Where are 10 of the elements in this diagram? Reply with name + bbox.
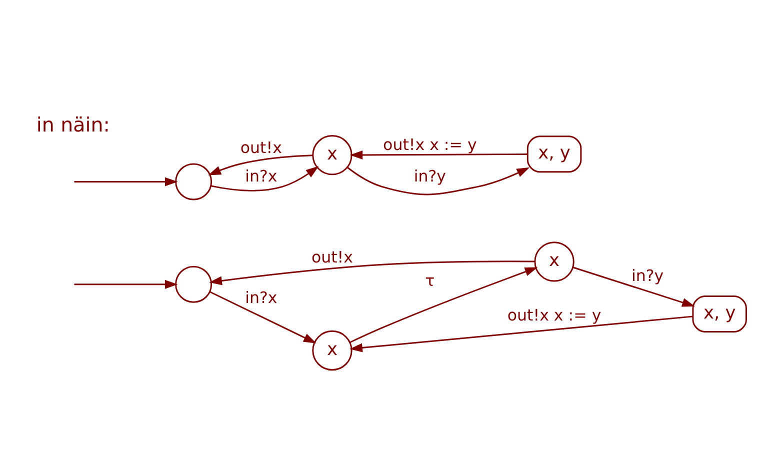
edge-label: in?x bbox=[245, 166, 278, 186]
edge-label: in?y bbox=[414, 166, 446, 186]
edge-label: out!x bbox=[311, 246, 353, 266]
edge-label: in?y bbox=[632, 266, 664, 285]
edge-label: out!x x := y bbox=[383, 134, 477, 154]
edge-label: in?x bbox=[245, 287, 278, 306]
edge-label: out!x x := y bbox=[507, 305, 602, 324]
edge-label: out!x bbox=[240, 137, 282, 156]
label: in näin: bbox=[36, 112, 110, 136]
edge-label: τ bbox=[425, 270, 435, 290]
